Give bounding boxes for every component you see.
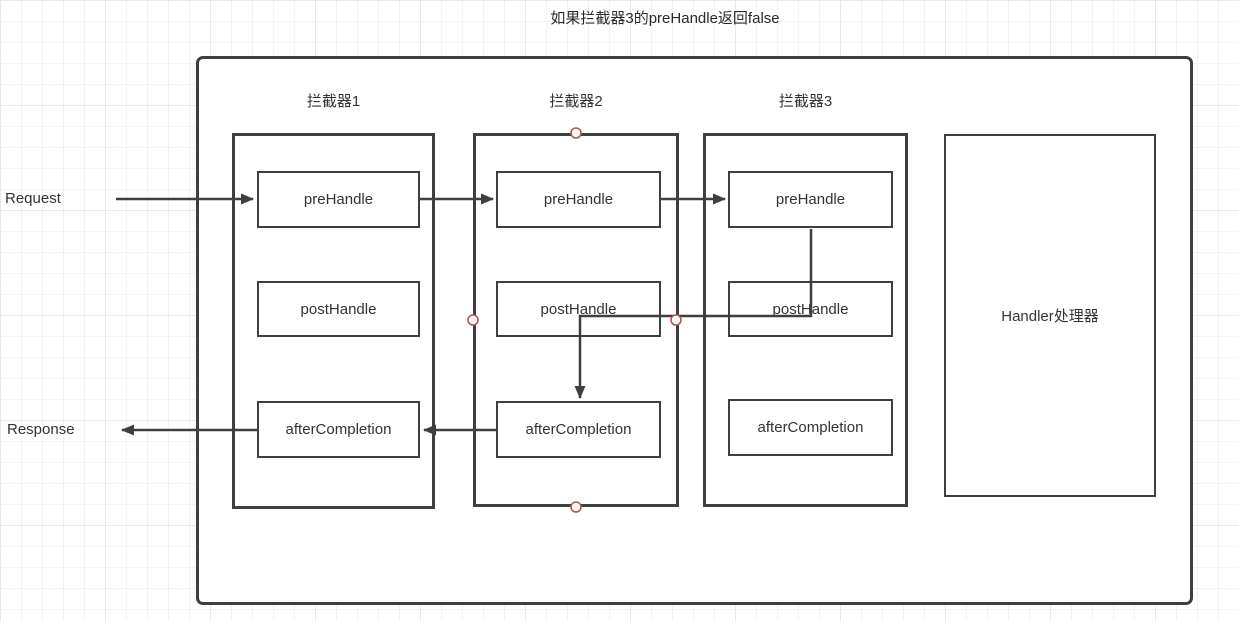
interceptor2-header: 拦截器2 (549, 93, 603, 110)
interceptor1-aftercompletion-node[interactable]: afterCompletion (257, 401, 420, 458)
diagram-title: 如果拦截器3的preHandle返回false (550, 10, 780, 27)
interceptor2-posthandle-node[interactable]: postHandle (496, 281, 661, 337)
interceptor1-header: 拦截器1 (306, 93, 361, 110)
interceptor3-aftercompletion-node[interactable]: afterCompletion (728, 399, 893, 456)
interceptor1-posthandle-node[interactable]: postHandle (257, 281, 420, 337)
interceptor2-aftercompletion-node[interactable]: afterCompletion (496, 401, 661, 458)
connection-point-top-handle[interactable] (570, 127, 582, 139)
interceptor3-posthandle-node[interactable]: postHandle (728, 281, 893, 337)
connection-point-bottom-handle[interactable] (570, 501, 582, 513)
interceptor1-prehandle-node[interactable]: preHandle (257, 171, 420, 228)
interceptor3-header: 拦截器3 (778, 93, 833, 110)
interceptor3-prehandle-node[interactable]: preHandle (728, 171, 893, 228)
connection-point-right-handle[interactable] (670, 314, 682, 326)
response-label: Response (7, 421, 75, 438)
handler-node[interactable]: Handler处理器 (944, 134, 1156, 497)
connection-point-left-handle[interactable] (467, 314, 479, 326)
request-label: Request (5, 190, 61, 207)
interceptor2-prehandle-node[interactable]: preHandle (496, 171, 661, 228)
